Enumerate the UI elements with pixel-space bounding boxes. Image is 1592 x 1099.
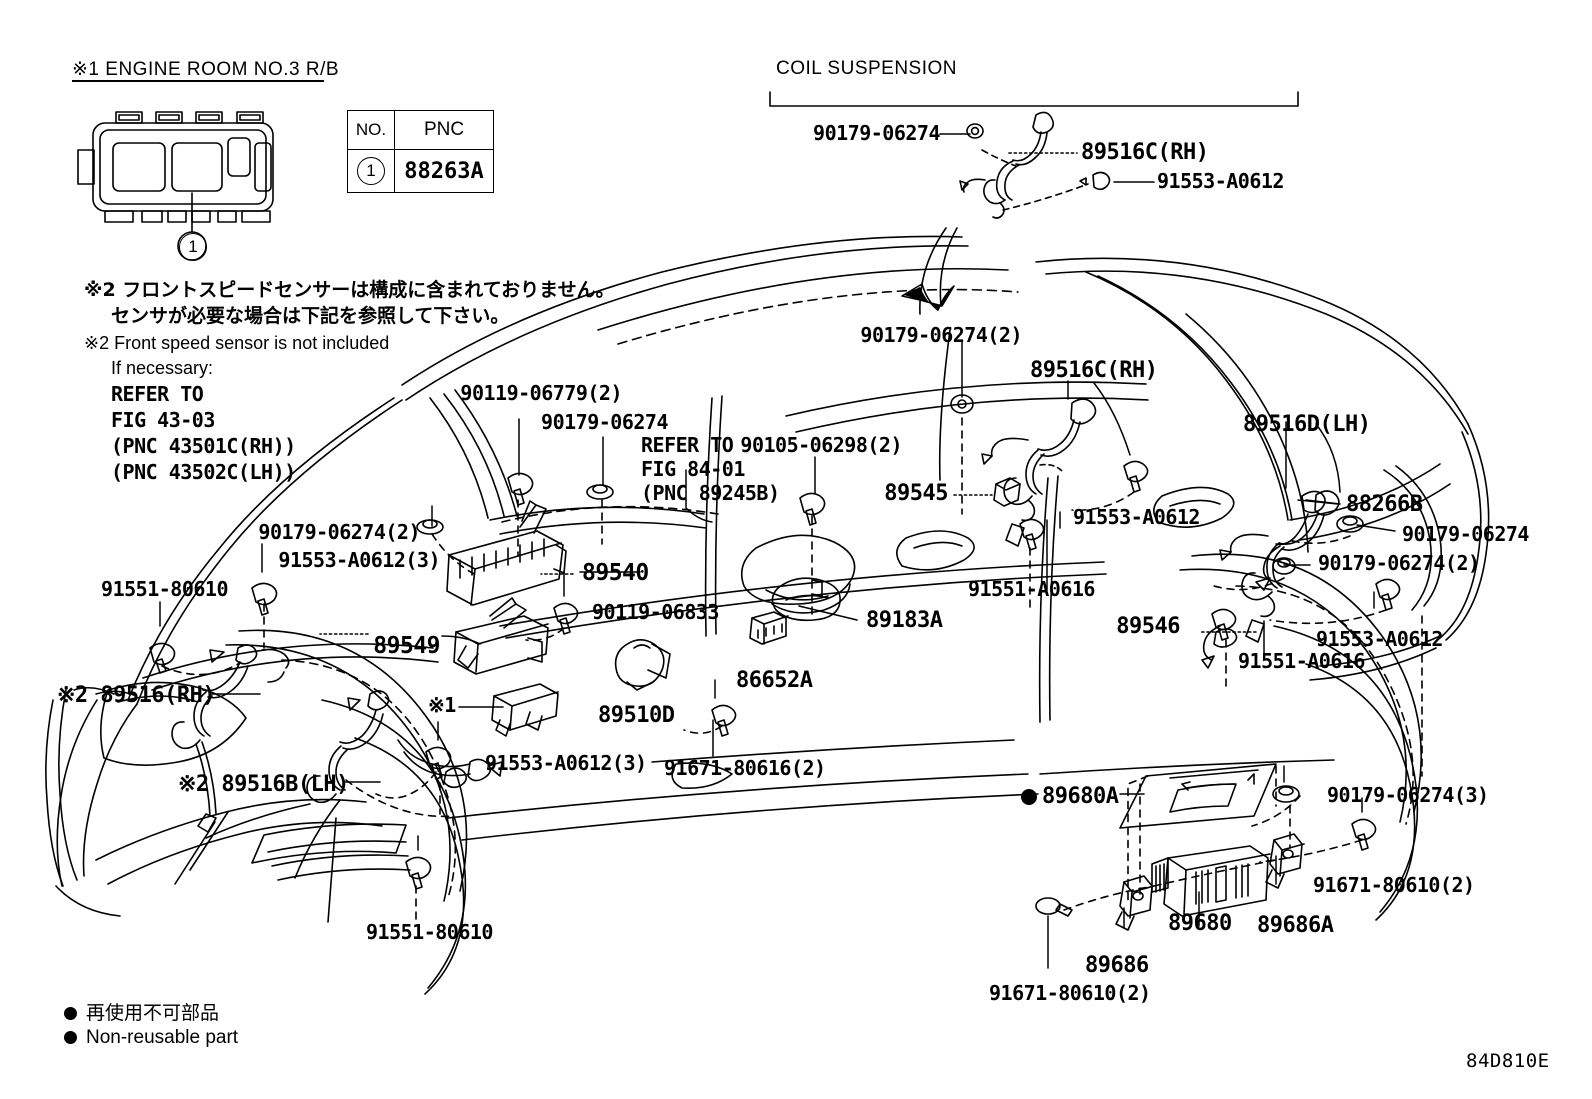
- legend-english: Non-reusable part: [64, 1026, 238, 1049]
- label-90105-06298: 90105-06298(2): [740, 433, 902, 457]
- label-coil-89516C-rh: 89516C(RH): [1081, 140, 1209, 165]
- figure-code: 84D810E: [1466, 1050, 1550, 1072]
- part-89510D-illustration: [614, 639, 671, 691]
- label-91553-a0612-b: 91553-A0612: [1073, 505, 1200, 529]
- legend-japanese: 再使用不可部品: [64, 998, 219, 1025]
- relay-box-illustration: [77, 111, 274, 261]
- note2-japanese-line2: センサが必要な場合は下記を参照して下さい。: [111, 305, 510, 327]
- note2-japanese-line1: ※2 フロントスピードセンサーは構成に含まれておりません。: [84, 279, 615, 301]
- part-89686A-illustration: [1265, 833, 1305, 889]
- coil-suspension-title: COIL SUSPENSION: [776, 58, 958, 79]
- label-89549: 89549: [373, 633, 440, 659]
- label-91551-a0616-b: 91551-A0616: [1238, 649, 1365, 673]
- legend-jp-text: 再使用不可部品: [86, 1002, 220, 1024]
- label-refer-to-fig84: REFER TO: [641, 433, 734, 457]
- label-90179-06274-3: 90179-06274(3): [1327, 783, 1489, 807]
- pnc-row-no: 1: [347, 149, 395, 193]
- label-89516-rh: ※2 89516(RH): [57, 683, 216, 708]
- pnc-col-pnc: PNC: [394, 110, 494, 150]
- label-91551-80610-a: 91551-80610: [101, 577, 228, 601]
- part-88266B-illustration: [1255, 490, 1326, 591]
- label-89516D-lh: 89516D(LH): [1243, 412, 1371, 437]
- part-89183A-illustration: [771, 577, 841, 622]
- note2-refer-line2: FIG 43-03: [111, 408, 215, 432]
- label-90179-06274-a: 90179-06274: [541, 410, 668, 434]
- label-90179-06274-2c: 90179-06274(2): [1318, 551, 1480, 575]
- label-91551-a0616-a: 91551-A0616: [968, 577, 1095, 601]
- note2-refer-line4: (PNC 43502C(LH)): [111, 460, 296, 484]
- label-91671-80616: 91671-80616(2): [664, 756, 826, 780]
- relay-callout-number: 1: [179, 233, 207, 261]
- label-86652A: 86652A: [736, 668, 813, 693]
- note2-english-line2: If necessary:: [111, 358, 214, 378]
- note2-refer-line1: REFER TO: [111, 382, 204, 406]
- label-89540: 89540: [582, 560, 649, 586]
- note2-english-line1: ※2 Front speed sensor is not included: [84, 333, 390, 353]
- legend-dot-jp: [64, 1007, 77, 1020]
- label-fig-84-01: FIG 84-01: [641, 457, 745, 481]
- relay-callout-circle: 1: [179, 233, 207, 261]
- label-pnc-89245b: (PNC 89245B): [641, 481, 780, 505]
- label-91551-80610-b: 91551-80610: [366, 920, 493, 944]
- label-88266B: 88266B: [1346, 492, 1423, 517]
- label-ref-1-marker: ※1: [428, 693, 456, 717]
- label-90179-06274-2b: 90179-06274(2): [860, 323, 1022, 347]
- label-coil-91553-a0612: 91553-A0612: [1157, 169, 1284, 193]
- legend-dot-en: [64, 1031, 77, 1044]
- part-89680A-illustration: [1119, 763, 1277, 829]
- pnc-col-no: NO.: [347, 110, 395, 150]
- label-89680A: 89680A: [1042, 784, 1119, 809]
- label-91671-80610-2b: 91671-80610(2): [989, 981, 1151, 1005]
- non-reusable-dot-89680A: [1021, 789, 1037, 805]
- pnc-row-value: 88263A: [394, 149, 494, 193]
- part-89545-illustration: [993, 477, 1021, 507]
- part-89546-illustration: [1213, 628, 1238, 648]
- note-header-underline: [72, 80, 324, 82]
- label-91553-a0612-c: 91553-A0612: [1316, 627, 1443, 651]
- assembly-arrow: [901, 227, 958, 315]
- label-89680: 89680: [1168, 911, 1232, 936]
- label-90119-06779: 90119-06779(2): [460, 381, 622, 405]
- pnc-row-no-circle: 1: [357, 157, 385, 185]
- legend-en-text: Non-reusable part: [86, 1027, 239, 1048]
- label-90179-06274-2a: 90179-06274(2): [258, 520, 420, 544]
- label-89516C-rh-car: 89516C(RH): [1030, 358, 1158, 383]
- label-89686A: 89686A: [1257, 913, 1334, 938]
- part-89686-illustration: [1115, 875, 1155, 931]
- note2-refer-line3: (PNC 43501C(RH)): [111, 434, 296, 458]
- part-89549-illustration: [453, 597, 549, 675]
- pnc-table: NO. PNC 1 88263A: [347, 110, 494, 193]
- label-90179-06274-b: 90179-06274: [1402, 522, 1529, 546]
- label-89545: 89545: [884, 481, 948, 506]
- label-coil-90179-06274: 90179-06274: [813, 121, 940, 145]
- part-relay-89510D-illustration: [491, 683, 559, 737]
- label-91553-a0612-3b: 91553-A0612(3): [485, 751, 647, 775]
- label-89183A: 89183A: [866, 608, 943, 633]
- part-89540-illustration: [446, 500, 567, 606]
- coil-suspension-bracket: [769, 91, 1299, 107]
- part-89680-illustration: [1151, 845, 1271, 917]
- label-89516B-lh: ※2 89516B(LH): [178, 772, 349, 797]
- label-89546: 89546: [1116, 614, 1180, 639]
- part-86652A-illustration: [749, 611, 789, 645]
- label-89686: 89686: [1085, 953, 1149, 978]
- label-91553-a0612-3a: 91553-A0612(3): [278, 548, 440, 572]
- label-89510D: 89510D: [598, 703, 675, 728]
- label-90119-06833: 90119-06833: [592, 600, 719, 624]
- note-engine-room-header: ※1 ENGINE ROOM NO.3 R/B: [72, 59, 340, 80]
- fasteners: [149, 394, 1401, 917]
- label-91671-80610-2a: 91671-80610(2): [1313, 873, 1475, 897]
- part-89516RH-illustration: [171, 644, 290, 833]
